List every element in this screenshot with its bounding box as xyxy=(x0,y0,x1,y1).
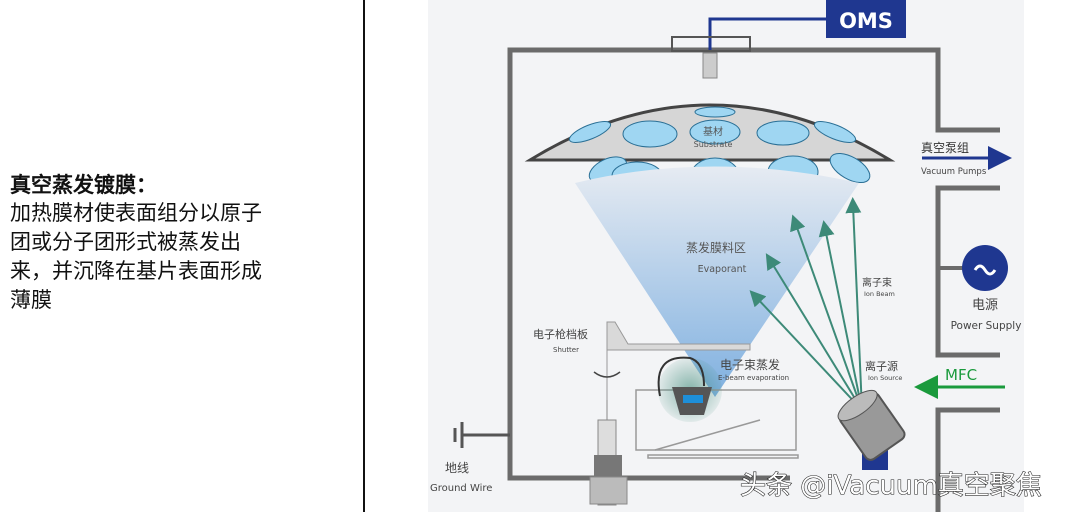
shutter-motor xyxy=(594,455,622,477)
ac-wave-icon xyxy=(973,264,997,276)
evaporant-label-cn: 蒸发膜料区 xyxy=(686,240,746,255)
ion-source-label-en: Ion Source xyxy=(868,374,902,382)
description-line: 薄膜 xyxy=(10,288,52,312)
ion-beam-label-en: Ion Beam xyxy=(864,290,895,298)
rotate-arrow-icon xyxy=(593,371,621,378)
ebeam-label-en: E-beam evaporation xyxy=(718,374,789,382)
description-title: 真空蒸发镀膜： xyxy=(10,172,157,197)
electron-path-arrow xyxy=(657,356,705,397)
oms-line xyxy=(708,17,826,50)
evaporant-label-en: Evaporant xyxy=(698,264,747,275)
substrate-label-en: Substrate xyxy=(694,140,733,149)
shutter-label-en: Shutter xyxy=(553,346,579,354)
evaporant-cone xyxy=(575,166,859,397)
melt-pool xyxy=(683,395,703,403)
vacuum-pumps-label-cn: 真空泵组 xyxy=(921,141,969,155)
description-line: 团或分子团形式被蒸发出 xyxy=(10,230,241,254)
ebeam-label-cn: 电子束蒸发 xyxy=(720,357,780,372)
power-label-en: Power Supply xyxy=(951,320,1022,332)
ion-source-label-cn: 离子源 xyxy=(865,359,898,373)
ground-label-cn: 地线 xyxy=(445,461,469,475)
ion-beam-label-cn: 离子束 xyxy=(862,276,892,289)
vacuum-pumps-label-en: Vacuum Pumps xyxy=(921,167,987,177)
description-line: 来，并沉降在基片表面形成 xyxy=(10,259,262,283)
flange xyxy=(671,36,751,52)
ground-icon xyxy=(453,422,510,448)
shutter-feedthrough xyxy=(589,476,628,505)
power-label-cn: 电源 xyxy=(972,298,998,313)
description-line: 加热膜材使表面组分以原子 xyxy=(10,201,262,225)
shutter-plate xyxy=(606,321,751,400)
ground-label-en: Ground Wire xyxy=(430,483,492,494)
ion-source-icon xyxy=(837,389,906,461)
oms-box xyxy=(826,0,906,38)
mfc-label: MFC xyxy=(945,366,977,384)
substrate-label-cn: 基材 xyxy=(703,125,723,138)
watermark: 头条 @iVacuum真空聚焦 xyxy=(740,471,1042,501)
oms-label: OMS xyxy=(839,9,893,33)
ion-beam-arrows xyxy=(749,197,863,411)
divider xyxy=(363,0,365,512)
shaft xyxy=(702,52,718,79)
description-text: 真空蒸发镀膜： 加热膜材使表面组分以原子 团或分子团形式被蒸发出 来，并沉降在基… xyxy=(10,170,350,315)
shutter-label-cn: 电子枪档板 xyxy=(533,327,588,341)
